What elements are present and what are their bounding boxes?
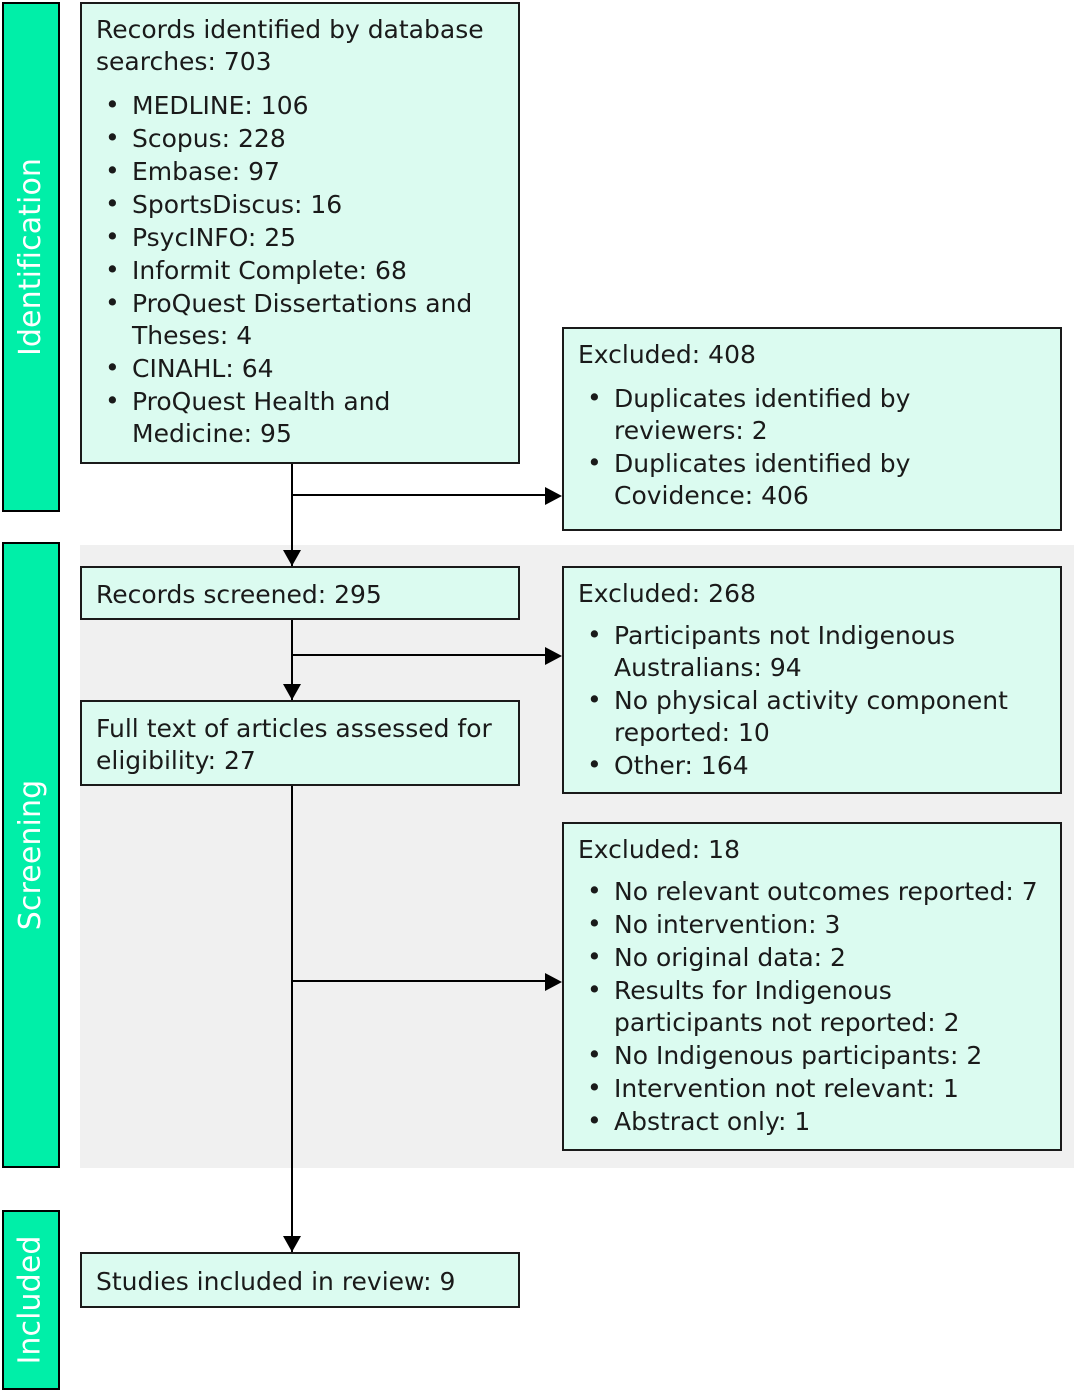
box-full-text-assessed: Full text of articles assessed for eligi… [80, 700, 520, 786]
box-headline: Full text of articles assessed for eligi… [96, 714, 492, 775]
box-item-list: Duplicates identified by reviewers: 2Dup… [578, 382, 1046, 512]
box-records-screened: Records screened: 295 [80, 566, 520, 620]
arrow-right-icon [545, 647, 562, 665]
box-list-item: No relevant outcomes reported: 7 [578, 875, 1046, 908]
box-list-item: Scopus: 228 [96, 122, 504, 155]
box-list-item: No Indigenous participants: 2 [578, 1039, 1046, 1072]
box-records-identified: Records identified by database searches:… [80, 2, 520, 464]
stage-bar-identification: Identification [2, 2, 60, 512]
box-list-item: Duplicates identified by Covidence: 406 [578, 447, 1046, 512]
connector-screened-to-fulltext [291, 620, 293, 700]
box-headline: Records screened: 295 [96, 580, 382, 609]
box-list-item: CINAHL: 64 [96, 352, 504, 385]
connector-fulltext-to-included [291, 786, 293, 1252]
box-list-item: PsycINFO: 25 [96, 221, 504, 254]
stage-bar-screening: Screening [2, 542, 60, 1168]
box-excluded-18: Excluded: 18 No relevant outcomes report… [562, 822, 1062, 1151]
arrow-down-icon [283, 1236, 301, 1252]
stage-label-included: Included [13, 1235, 48, 1365]
box-excluded-408: Excluded: 408 Duplicates identified by r… [562, 327, 1062, 531]
box-list-item: No physical activity component reported:… [578, 684, 1046, 749]
connector-fulltext-to-excluded18 [291, 980, 545, 982]
arrow-right-icon [545, 487, 562, 505]
box-item-list: Participants not Indigenous Australians:… [578, 619, 1046, 782]
box-headline: Studies included in review: 9 [96, 1267, 456, 1296]
box-list-item: Duplicates identified by reviewers: 2 [578, 382, 1046, 447]
stage-label-screening: Screening [13, 779, 48, 931]
box-excluded-268: Excluded: 268 Participants not Indigenou… [562, 566, 1062, 794]
box-headline: Excluded: 268 [578, 579, 756, 608]
box-list-item: MEDLINE: 106 [96, 89, 504, 122]
box-list-item: ProQuest Dissertations and Theses: 4 [96, 287, 504, 352]
box-list-item: Informit Complete: 68 [96, 254, 504, 287]
box-item-list: MEDLINE: 106Scopus: 228Embase: 97SportsD… [96, 89, 504, 450]
stage-bar-included: Included [2, 1210, 60, 1390]
box-list-item: Other: 164 [578, 749, 1046, 782]
arrow-right-icon [545, 973, 562, 991]
box-item-list: No relevant outcomes reported: 7No inter… [578, 875, 1046, 1138]
connector-screened-to-excluded268 [291, 654, 545, 656]
arrow-down-icon [283, 550, 301, 566]
box-list-item: No intervention: 3 [578, 908, 1046, 941]
box-list-item: SportsDiscus: 16 [96, 188, 504, 221]
box-list-item: ProQuest Health and Medicine: 95 [96, 385, 504, 450]
box-studies-included: Studies included in review: 9 [80, 1252, 520, 1308]
box-headline: Excluded: 408 [578, 340, 756, 369]
box-list-item: Participants not Indigenous Australians:… [578, 619, 1046, 684]
box-headline: Records identified by database searches:… [96, 15, 484, 76]
connector-identified-to-screened [291, 464, 293, 566]
box-headline: Excluded: 18 [578, 835, 740, 864]
box-list-item: Abstract only: 1 [578, 1105, 1046, 1138]
box-list-item: Intervention not relevant: 1 [578, 1072, 1046, 1105]
arrow-down-icon [283, 684, 301, 700]
box-list-item: Embase: 97 [96, 155, 504, 188]
stage-label-identification: Identification [13, 157, 49, 357]
box-list-item: No original data: 2 [578, 941, 1046, 974]
box-list-item: Results for Indigenous participants not … [578, 974, 1046, 1039]
connector-identified-to-excluded408 [291, 494, 545, 496]
